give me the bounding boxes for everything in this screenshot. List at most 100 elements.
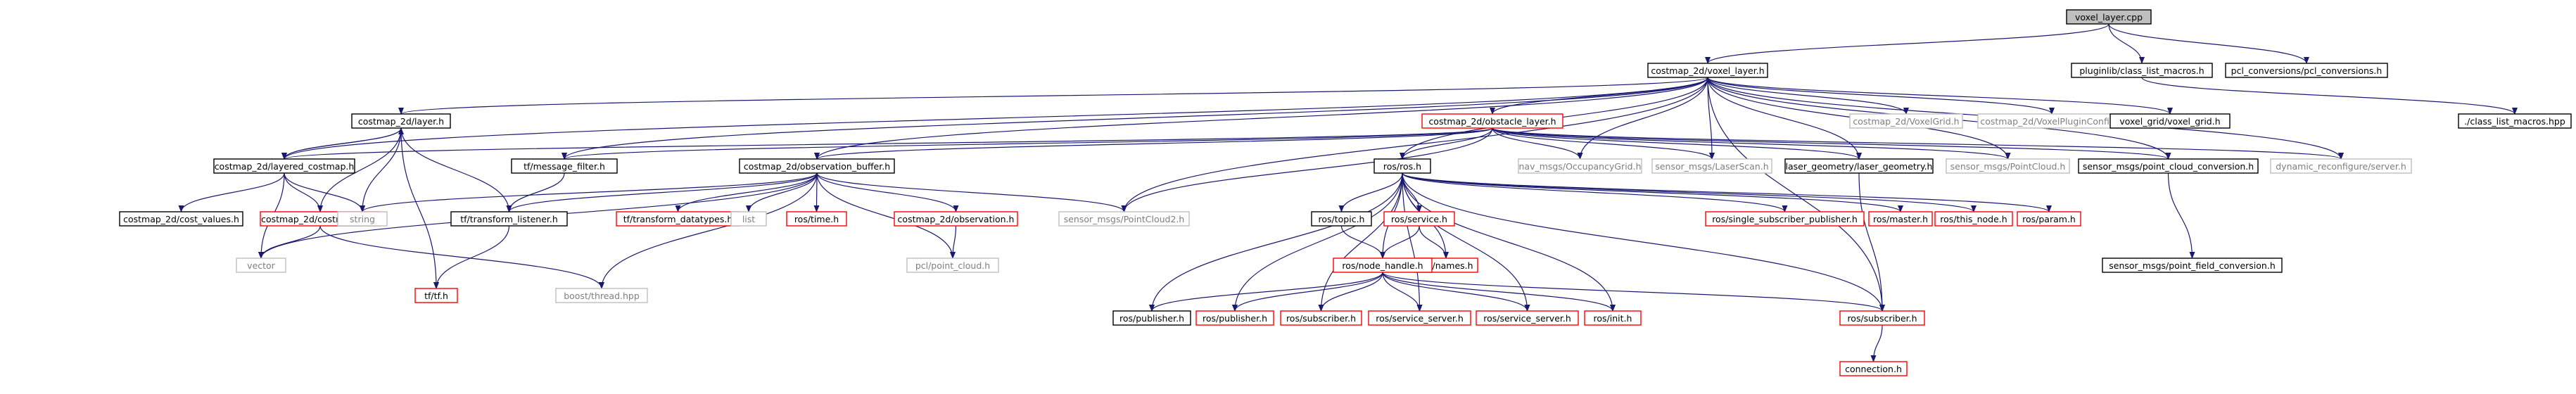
node-box bbox=[1195, 310, 1274, 326]
edge-ros-ros-h-to-ros-publisher-h-a bbox=[1149, 172, 1403, 312]
node-costmap-2d-voxel-layer-h[interactable]: costmap_2d/voxel_layer.h bbox=[1647, 63, 1768, 78]
node-ros-ros-h[interactable]: ros/ros.h bbox=[1373, 158, 1431, 174]
node-label: sensor_msgs/LaserScan.h bbox=[1655, 161, 1768, 172]
node-sensor-msgs-point-cloud-conversion-h[interactable]: sensor_msgs/point_cloud_conversion.h bbox=[2078, 158, 2259, 174]
node-costmap-2d-observation-h[interactable]: costmap_2d/observation.h bbox=[894, 211, 1018, 227]
node-costmap-2d-layered-costmap-h[interactable]: costmap_2d/layered_costmap.h bbox=[213, 158, 355, 174]
node-label: ros/subscriber.h bbox=[1286, 313, 1356, 324]
node-dynamic-reconfigure-server-h[interactable]: dynamic_reconfigure/server.h bbox=[2270, 158, 2412, 174]
node-ros-node-handle-h[interactable]: ros/node_handle.h bbox=[1333, 258, 1433, 273]
edge-costmap-2d-voxel-layer-h-to-costmap-2d-voxel-plugin-config-h bbox=[1707, 77, 2055, 115]
node-box bbox=[2270, 158, 2412, 174]
edge-line bbox=[950, 225, 957, 259]
node-list[interactable]: list bbox=[730, 211, 767, 227]
node-pcl-conversions-h[interactable]: pcl_conversions/pcl_conversions.h bbox=[2225, 63, 2388, 78]
edge-ros-subscriber-h-b-to-connection-h bbox=[1870, 324, 1883, 362]
edge-line bbox=[281, 77, 1708, 160]
edge-ros-ros-h-to-ros-this-node-h bbox=[1402, 172, 1977, 212]
node-ros-master-h[interactable]: ros/master.h bbox=[1868, 211, 1933, 227]
node-box bbox=[2071, 63, 2213, 78]
edge-costmap-2d-layered-costmap-h-to-costmap-2d-cost-values-h bbox=[178, 172, 285, 212]
edge-line bbox=[1492, 127, 2011, 160]
edge-ros-node-handle-h-to-ros-init-h bbox=[1382, 272, 1616, 312]
node-ros-subscriber-h-b[interactable]: ros/subscriber.h bbox=[1839, 310, 1925, 326]
edge-line bbox=[284, 172, 365, 212]
edge-line bbox=[1492, 127, 2344, 160]
edge-costmap-2d-obstacle-layer-h-to-costmap-2d-observation-buffer-h bbox=[814, 127, 1493, 160]
node-nav-msgs-occupancy-grid-h[interactable]: nav_msgs/OccupancyGrid.h bbox=[1518, 158, 1642, 174]
node-ros-param-h[interactable]: ros/param.h bbox=[2017, 211, 2081, 227]
node-box bbox=[1934, 211, 2013, 227]
node-costmap-2d-observation-buffer-h[interactable]: costmap_2d/observation_buffer.h bbox=[739, 158, 895, 174]
node-voxel-layer-cpp[interactable]: voxel_layer.cpp bbox=[2066, 9, 2152, 25]
edge-costmap-2d-observation-buffer-h-to-costmap-2d-observation-h bbox=[816, 172, 959, 212]
node-label: costmap_2d/observation_buffer.h bbox=[744, 161, 890, 172]
node-ros-service-h[interactable]: ros/service.h bbox=[1383, 211, 1455, 227]
node-boost-thread-hpp[interactable]: boost/thread.hpp bbox=[555, 288, 648, 303]
node-ros-service-server-h-a[interactable]: ros/service_server.h bbox=[1368, 310, 1471, 326]
edge-line bbox=[360, 172, 818, 212]
node-box bbox=[555, 288, 648, 303]
edge-costmap-2d-costmap-2d-h-to-vector bbox=[258, 225, 321, 259]
edge-line bbox=[1577, 77, 1708, 160]
node-label: boost/thread.hpp bbox=[564, 291, 640, 301]
node-ros-single-subscriber-publisher-h[interactable]: ros/single_subscriber_publisher.h bbox=[1705, 211, 1865, 227]
node-label: ros/node_handle.h bbox=[1342, 260, 1423, 271]
edge-line bbox=[561, 127, 1493, 160]
node-class-list-macros-hpp[interactable]: ./class_list_macros.hpp bbox=[2458, 113, 2572, 129]
node-label: voxel_layer.cpp bbox=[2075, 12, 2143, 23]
edge-costmap-2d-obstacle-layer-h-to-tf-message-filter-h bbox=[561, 127, 1493, 160]
node-ros-time-h[interactable]: ros/time.h bbox=[786, 211, 847, 227]
node-voxel-grid-voxel-grid-h[interactable]: voxel_grid/voxel_grid.h bbox=[2109, 113, 2231, 129]
node-costmap-2d-voxel-plugin-config-h[interactable]: costmap_2d/VoxelPluginConfig.h bbox=[1977, 113, 2126, 129]
edge-costmap-2d-observation-buffer-h-to-list bbox=[746, 172, 818, 212]
node-label: sensor_msgs/point_cloud_conversion.h bbox=[2083, 161, 2254, 172]
node-sensor-msgs-laser-scan-h[interactable]: sensor_msgs/LaserScan.h bbox=[1651, 158, 1772, 174]
node-sensor-msgs-point-field-conversion-h[interactable]: sensor_msgs/point_field_conversion.h bbox=[2102, 258, 2283, 273]
edge-line bbox=[816, 172, 1127, 212]
node-string[interactable]: string bbox=[337, 211, 388, 227]
node-vector[interactable]: vector bbox=[236, 258, 286, 273]
node-pcl-point-cloud-h[interactable]: pcl/point_cloud.h bbox=[906, 258, 999, 273]
node-label: costmap_2d/layer.h bbox=[358, 116, 444, 127]
node-ros-topic-h[interactable]: ros/topic.h bbox=[1311, 211, 1372, 227]
edge-line bbox=[2108, 23, 2309, 64]
edge-line bbox=[400, 127, 512, 212]
edge-costmap-2d-obstacle-layer-h-to-sensor-msgs-point-cloud-h bbox=[1492, 127, 2011, 160]
node-ros-service-server-h-b[interactable]: ros/service_server.h bbox=[1476, 310, 1579, 326]
node-pluginlib-class-list-macros-h[interactable]: pluginlib/class_list_macros.h bbox=[2071, 63, 2213, 78]
node-tf-tf-h[interactable]: tf/tf.h bbox=[414, 288, 458, 303]
node-costmap-2d-cost-values-h[interactable]: costmap_2d/cost_values.h bbox=[119, 211, 243, 227]
node-ros-init-h[interactable]: ros/init.h bbox=[1584, 310, 1642, 326]
node-tf-transform-listener-h[interactable]: tf/transform_listener.h bbox=[450, 211, 568, 227]
node-sensor-msgs-point-cloud2-h[interactable]: sensor_msgs/PointCloud2.h bbox=[1058, 211, 1190, 227]
edge-line bbox=[1707, 77, 2173, 115]
node-tf-transform-datatypes-h[interactable]: tf/transform_datatypes.h bbox=[616, 211, 740, 227]
edge-line bbox=[1232, 172, 1403, 312]
edge-ros-ros-h-to-ros-service-server-h-a bbox=[1402, 172, 1423, 312]
node-costmap-2d-voxel-grid-h[interactable]: costmap_2d/VoxelGrid.h bbox=[1849, 113, 1963, 129]
node-laser-geometry-h[interactable]: laser_geometry/laser_geometry.h bbox=[1784, 158, 1934, 174]
node-box bbox=[1476, 310, 1579, 326]
edge-line bbox=[284, 127, 404, 160]
node-ros-publisher-h-b[interactable]: ros/publisher.h bbox=[1195, 310, 1274, 326]
node-tf-message-filter-h[interactable]: tf/message_filter.h bbox=[511, 158, 618, 174]
edge-ros-node-handle-h-to-ros-service-server-h-b bbox=[1382, 272, 1530, 312]
node-box bbox=[786, 211, 847, 227]
node-connection-h[interactable]: connection.h bbox=[1839, 361, 1908, 376]
edge-costmap-2d-observation-buffer-h-to-boost-thread-hpp bbox=[599, 172, 818, 289]
edge-costmap-2d-observation-buffer-h-to-ros-time-h bbox=[813, 172, 820, 212]
node-box bbox=[1058, 211, 1190, 227]
node-label: string bbox=[350, 214, 375, 224]
node-costmap-2d-obstacle-layer-h[interactable]: costmap_2d/obstacle_layer.h bbox=[1421, 113, 1563, 129]
edge-line bbox=[1707, 77, 2055, 115]
edge-line bbox=[1707, 77, 1909, 115]
node-ros-publisher-h-a[interactable]: ros/publisher.h bbox=[1112, 310, 1191, 326]
node-ros-this-node-h[interactable]: ros/this_node.h bbox=[1934, 211, 2013, 227]
node-ros-subscriber-h-a[interactable]: ros/subscriber.h bbox=[1280, 310, 1362, 326]
edge-ros-ros-h-to-ros-publisher-h-b bbox=[1232, 172, 1403, 312]
node-sensor-msgs-point-cloud-h[interactable]: sensor_msgs/PointCloud.h bbox=[1946, 158, 2070, 174]
node-costmap-2d-layer-h[interactable]: costmap_2d/layer.h bbox=[351, 113, 451, 129]
edge-line bbox=[2108, 23, 2145, 64]
